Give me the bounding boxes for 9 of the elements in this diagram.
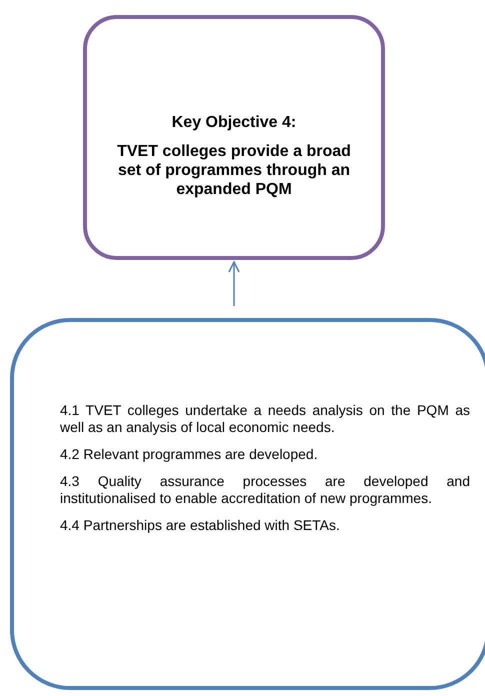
outputs-box: [10, 318, 485, 690]
output-text: 4.3 Quality assurance processes are developed and institutionalised to enable accreditation of new programmes.: [60, 473, 470, 507]
objective-heading: Key Objective 4:: [172, 113, 296, 132]
output-text: 4.4 Partnerships are established with SETAs.: [60, 517, 341, 534]
objective-text: TVET colleges provide a broad set of programmes through an expanded PQM: [116, 142, 352, 199]
objective-box: [83, 15, 385, 260]
output-text: 4.1 TVET colleges undertake a needs analysis on the PQM as well as an analysis of local economic needs.: [60, 402, 470, 436]
arrow: [228, 261, 240, 306]
output-text: 4.2 Relevant programmes are developed.: [60, 446, 319, 463]
